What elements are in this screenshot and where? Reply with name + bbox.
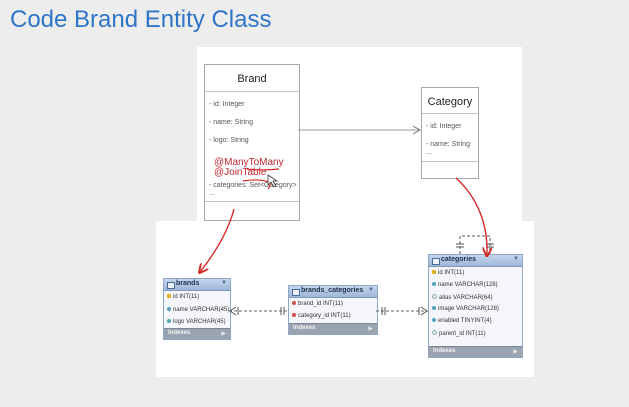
table-icon — [167, 282, 175, 289]
divider — [422, 113, 478, 114]
uml-field: - id: Integer — [426, 123, 462, 130]
uml-field: - logo: String — [209, 137, 249, 144]
table-column: image VARCHAR(128) — [432, 306, 499, 312]
db-table-brands: brands ▼ id INT(11) name VARCHAR(45) log… — [163, 278, 231, 340]
table-column: parent_id INT(11) — [432, 330, 486, 337]
table-column: name VARCHAR(128) — [432, 282, 498, 288]
column-icon — [167, 319, 171, 323]
chevron-down-icon: ▼ — [513, 256, 519, 262]
table-column: id INT(11) — [432, 270, 464, 276]
column-icon — [432, 330, 437, 335]
primary-key-icon — [432, 270, 436, 274]
table-icon — [292, 289, 300, 296]
uml-class-category: Category - id: Integer - name: String ..… — [421, 87, 479, 179]
foreign-key-icon — [292, 301, 296, 305]
uml-field: - name: String — [426, 141, 470, 148]
table-header: categories ▼ — [429, 255, 522, 267]
table-header: brands ▼ — [164, 279, 230, 291]
uml-field: - id: Integer — [209, 101, 245, 108]
slide-title: Code Brand Entity Class — [10, 6, 272, 33]
chevron-right-icon: ▶ — [221, 331, 226, 337]
primary-key-icon — [167, 294, 171, 298]
table-name: categories — [441, 256, 477, 263]
column-icon — [432, 294, 437, 299]
chevron-down-icon: ▼ — [221, 280, 227, 286]
uml-class-name: Category — [427, 96, 473, 108]
table-column: category_id INT(11) — [292, 313, 351, 319]
db-table-brands-categories: brands_categories ▼ brand_id INT(11) cat… — [288, 285, 378, 335]
table-indexes: Indexes ▶ — [164, 328, 230, 339]
annotation-join-table: @JoinTable — [214, 167, 267, 178]
db-table-categories: categories ▼ id INT(11) name VARCHAR(128… — [428, 254, 523, 358]
table-column: id INT(11) — [167, 294, 199, 300]
table-column: logo VARCHAR(45) — [167, 319, 226, 325]
table-name: brands_categories — [301, 287, 364, 294]
table-indexes: Indexes ▶ — [429, 346, 522, 357]
uml-ellipsis: ... — [426, 149, 432, 156]
table-indexes: Indexes ▶ — [289, 323, 377, 334]
uml-field: - name: String — [209, 119, 253, 126]
divider — [422, 161, 478, 162]
chevron-down-icon: ▼ — [368, 287, 374, 293]
uml-field-categories: - categories: Set<Category> — [209, 182, 297, 189]
table-column: name VARCHAR(45) — [167, 307, 229, 313]
chevron-right-icon: ▶ — [368, 326, 373, 332]
indexes-label: Indexes — [293, 325, 316, 331]
indexes-label: Indexes — [168, 330, 191, 336]
annotation-many-to-many: @ManyToMany — [214, 157, 284, 168]
table-column: alias VARCHAR(64) — [432, 294, 493, 301]
column-icon — [432, 318, 436, 322]
column-icon — [167, 307, 171, 311]
table-icon — [432, 258, 440, 265]
chevron-right-icon: ▶ — [513, 349, 518, 355]
uml-class-brand: Brand - id: Integer - name: String - log… — [204, 64, 300, 221]
table-column: brand_id INT(11) — [292, 301, 343, 307]
divider — [205, 91, 299, 92]
table-header: brands_categories ▼ — [289, 286, 377, 298]
uml-ellipsis: ... — [209, 190, 215, 197]
table-name: brands — [176, 280, 200, 287]
column-icon — [432, 282, 436, 286]
foreign-key-icon — [292, 313, 296, 317]
indexes-label: Indexes — [433, 348, 456, 354]
column-icon — [432, 306, 436, 310]
divider — [205, 201, 299, 202]
uml-class-name: Brand — [237, 73, 267, 85]
table-column: enabled TINYINT(4) — [432, 318, 492, 324]
